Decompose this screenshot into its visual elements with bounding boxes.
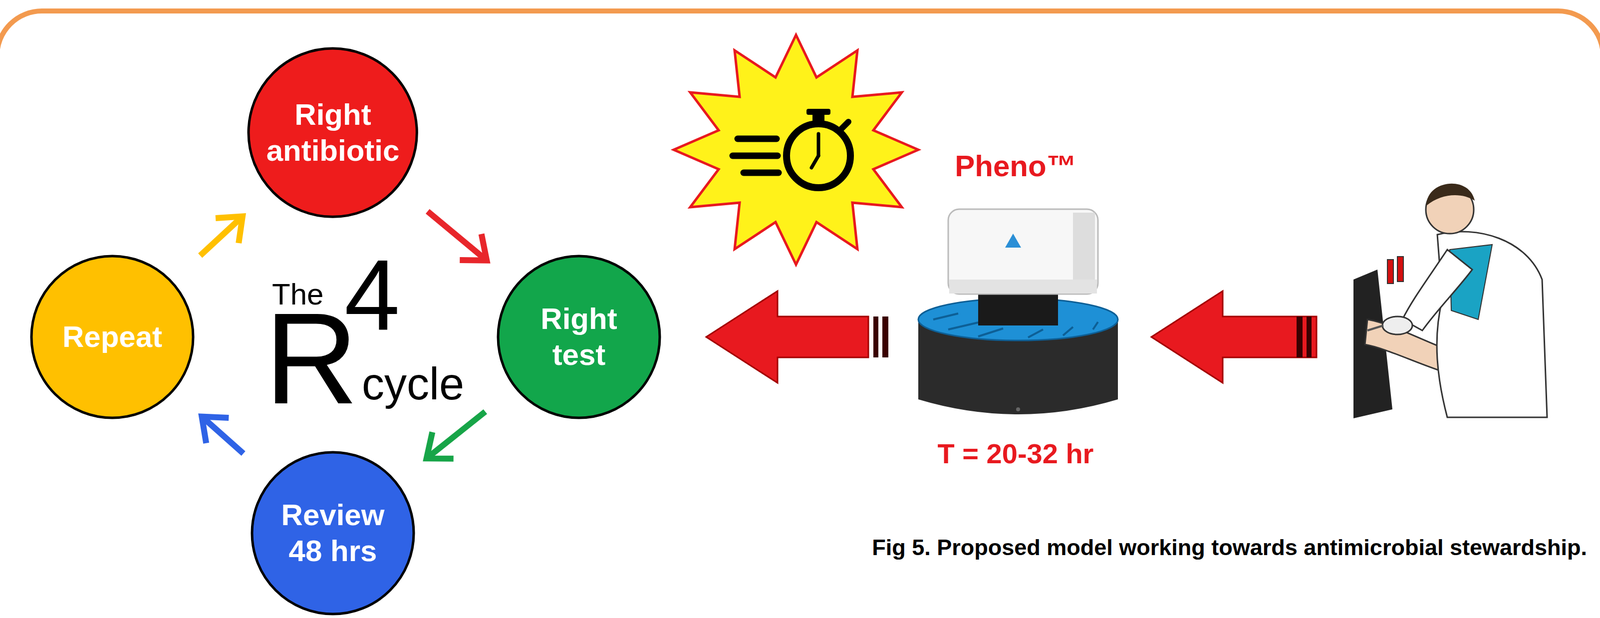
sample-arrow: [1151, 290, 1317, 383]
arrow-head: [426, 432, 454, 459]
pheno-instrument: [918, 209, 1118, 415]
instrument-logo: [1005, 233, 1022, 248]
cycle-arrow: [427, 211, 487, 261]
step-label: Repeat: [62, 318, 163, 355]
gloved-hand: [1382, 316, 1413, 335]
blood-tube: [1387, 259, 1394, 284]
circle-outline: [496, 254, 662, 420]
step-label: Right test: [529, 300, 629, 373]
stopwatch-crown: [806, 108, 831, 115]
arrow-tail-stripe: [1296, 316, 1303, 358]
circle-text-box: Right antibiotic: [261, 96, 404, 169]
figure-caption: Fig 5. Proposed model working towards an…: [871, 533, 1588, 561]
cycle-step-circle: Right test: [496, 254, 662, 420]
arrow-tail-stripe: [1306, 316, 1312, 358]
stopwatch-burst: [673, 34, 919, 265]
cycle-arrow: [426, 411, 486, 459]
circle-shape: [252, 452, 414, 614]
instrument-name: Pheno™: [954, 149, 1076, 183]
circle-shape: [498, 256, 660, 418]
arrow-shaft: [426, 411, 486, 459]
circle-outline: [247, 46, 419, 219]
cycle-step-circle: Repeat: [29, 254, 195, 420]
starburst: [673, 34, 919, 265]
speed-line: [737, 135, 777, 143]
turnaround-time: T = 20-32 hr: [937, 438, 1094, 470]
circle-shape: [248, 48, 417, 217]
cycle-step-circle: Review 48 hrs: [250, 450, 416, 616]
arrow-tail-stripe: [882, 316, 889, 358]
stopwatch-face: [786, 123, 851, 188]
hair: [1426, 183, 1475, 206]
phlebotomist-illustration: [1353, 183, 1548, 419]
cycle-title-part: R: [264, 293, 359, 424]
instrument-housing-edge: [949, 279, 1097, 294]
arrow-shaft: [201, 416, 244, 454]
instrument-light: [1016, 407, 1021, 412]
cycle-step-circle: Right antibiotic: [247, 46, 419, 219]
stopwatch-button: [841, 121, 849, 129]
step-label: Review 48 hrs: [274, 497, 392, 569]
speed-line: [743, 169, 779, 177]
blood-tube: [1397, 256, 1404, 282]
arrow-head: [201, 416, 229, 443]
circle-text-box: Right test: [529, 300, 629, 373]
arrow-shaft: [427, 211, 487, 261]
block-arrow-body: [706, 290, 869, 383]
cycle-title-part: cycle: [361, 361, 465, 407]
arrow-head: [215, 216, 243, 244]
step-label: Right antibiotic: [261, 96, 404, 169]
stopwatch-hand: [811, 155, 819, 168]
block-arrow: [706, 290, 889, 383]
panel-frame: [0, 10, 1600, 618]
needle: [1367, 325, 1384, 331]
circle-text-box: Repeat: [62, 318, 163, 355]
cycle-arrow: [201, 416, 244, 454]
stopwatch-hand: [816, 133, 821, 156]
arrow-shaft: [200, 216, 243, 256]
coat-sleeve: [1402, 249, 1473, 331]
arrow-head: [459, 234, 487, 261]
block-arrow: [1151, 290, 1317, 383]
circle-outline: [250, 450, 416, 616]
cycle-arrow: [200, 216, 243, 256]
circle-text-box: Review 48 hrs: [274, 497, 392, 569]
arrow-tail-stripe: [873, 316, 879, 358]
circle-shape: [31, 256, 194, 418]
instrument-node: Pheno™ T = 20-32 hr: [913, 149, 1118, 470]
speed-line: [732, 152, 778, 160]
instrument-housing: [948, 209, 1098, 294]
